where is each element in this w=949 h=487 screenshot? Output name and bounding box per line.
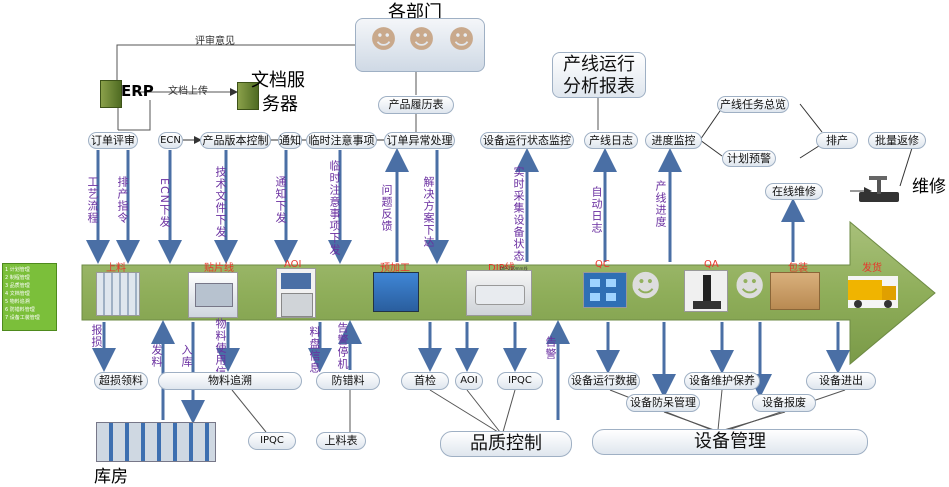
module-item: 5 物料追溯 <box>5 299 30 305</box>
erp-server-icon <box>100 80 122 108</box>
departments-title: 各部门 <box>388 2 442 23</box>
feed-table-pill[interactable]: 上料表 <box>316 432 366 450</box>
report-loss-label: 报损 <box>90 324 103 348</box>
analysis-title-2: 分析报表 <box>563 76 635 97</box>
smt-machine-image <box>188 272 238 318</box>
warehouse-image <box>96 422 216 462</box>
issue-material-label: 发料 <box>150 344 163 368</box>
temp-notes-issue-label: 临时注意事项下发 <box>328 160 341 256</box>
production-order-label: 排产指令 <box>116 176 129 224</box>
module-list-box: 1 计划管理 2 制程管理 3 品质管理 4 文档管理 5 物料追溯 6 防错料… <box>2 263 57 331</box>
analysis-title-1: 产线运行 <box>563 54 635 75</box>
aoi-machine-image <box>276 268 316 318</box>
preprocess-machine-image <box>373 272 419 312</box>
equip-inout-pill[interactable]: 设备进出 <box>806 372 876 390</box>
stage-preprocess: 预加工 <box>380 263 410 274</box>
notice-pill[interactable]: 通知 <box>278 132 302 149</box>
equip-maint-pill[interactable]: 设备维护保养 <box>684 372 760 390</box>
feeding-rack-image <box>96 272 140 316</box>
realtime-collect-label: 实时采集设备状态 <box>512 166 525 262</box>
module-item: 2 制程管理 <box>5 275 30 281</box>
quality-control-pill[interactable]: 品质控制 <box>440 431 572 457</box>
ipqc-pill-2[interactable]: IPQC <box>497 372 543 390</box>
qa-person-icon: ☻ <box>734 269 766 304</box>
shipping-truck-image <box>848 276 898 308</box>
departments-box: ☻ ☻ ☻ <box>355 18 485 72</box>
stage-aoi: AOI <box>284 259 302 270</box>
stage-dip: DIP线 <box>488 263 515 274</box>
stage-packing: 包装 <box>788 263 808 274</box>
ecn-pill[interactable]: ECN <box>158 132 183 149</box>
equip-scrap-pill[interactable]: 设备报废 <box>752 394 816 412</box>
line-log-pill[interactable]: 产线日志 <box>584 132 638 149</box>
analysis-report-box[interactable]: 产线运行 分析报表 <box>552 52 646 98</box>
online-repair-pill[interactable]: 在线维修 <box>765 183 823 200</box>
alarm-stop-label: 告警停机 <box>336 322 349 370</box>
doc-server-icon <box>237 82 259 110</box>
alarm-label: 告警 <box>544 336 557 360</box>
plan-warning-pill[interactable]: 计划预警 <box>722 150 776 167</box>
module-item: 1 计划管理 <box>5 267 30 273</box>
version-control-pill[interactable]: 产品版本控制 <box>200 132 271 149</box>
solution-issue-label: 解决方案下达 <box>422 176 435 248</box>
warehouse-in-label: 入库 <box>180 344 193 368</box>
task-overview-pill[interactable]: 产线任务总览 <box>717 96 789 113</box>
order-review-pill[interactable]: 订单评审 <box>88 132 138 149</box>
person-icon: ☻ <box>370 25 398 55</box>
repair-title: 维修 <box>912 177 946 197</box>
doc-server-title-1: 文档服 <box>251 70 305 91</box>
process-flow-label: 工艺流程 <box>86 176 99 224</box>
person-icon: ☻ <box>448 25 476 55</box>
equip-anti-fool-pill[interactable]: 设备防呆管理 <box>626 394 700 412</box>
scheduling-pill[interactable]: 排产 <box>816 132 858 149</box>
doc-upload-label: 文档上传 <box>168 86 208 97</box>
equip-data-pill[interactable]: 设备运行数据 <box>568 372 640 390</box>
qc-person-icon: ☻ <box>630 269 662 304</box>
warehouse-title: 库房 <box>94 467 128 487</box>
order-exception-pill[interactable]: 订单异常处理 <box>384 132 455 149</box>
qa-microscope-image <box>684 270 728 312</box>
ipqc-pill-1[interactable]: IPQC <box>248 432 296 450</box>
stage-shipping: 发货 <box>862 263 882 274</box>
aoi-bottom-pill[interactable]: AOI <box>455 372 483 390</box>
person-icon: ☻ <box>408 25 436 55</box>
anti-error-pill[interactable]: 防错料 <box>316 372 380 390</box>
first-inspect-pill[interactable]: 首检 <box>401 372 449 390</box>
material-info-label: 料盘信息 <box>308 326 321 374</box>
notice-issue-label: 通知下发 <box>274 176 287 224</box>
packing-boxes-image <box>770 272 820 310</box>
dip-line-image <box>466 270 532 316</box>
progress-monitor-pill[interactable]: 进度监控 <box>645 132 702 149</box>
ecn-issue-label: ECN下发 <box>158 178 171 228</box>
excess-loss-pill[interactable]: 超损领料 <box>94 372 148 390</box>
stage-feeding: 上料 <box>106 263 126 274</box>
qc-board-image <box>583 272 627 308</box>
module-item: 3 品质管理 <box>5 283 30 289</box>
erp-label: ERP <box>121 82 154 100</box>
product-history-pill[interactable]: 产品履历表 <box>378 96 454 114</box>
tech-doc-issue-label: 技术文件下发 <box>214 166 227 238</box>
auto-log-label: 自动日志 <box>590 186 603 234</box>
repair-station-icon <box>855 176 903 206</box>
review-comments-label: 评审意见 <box>195 36 235 47</box>
problem-feedback-label: 问题反馈 <box>380 184 393 232</box>
dip-tag-label: DIP-200mm线 <box>500 266 528 271</box>
module-item: 4 文档管理 <box>5 291 30 297</box>
stage-smt: 贴片线 <box>204 263 234 274</box>
module-item: 7 设备工装管理 <box>5 315 40 321</box>
equip-monitor-pill[interactable]: 设备运行状态监控 <box>480 132 574 149</box>
module-item: 6 防错料管理 <box>5 307 35 313</box>
temp-notes-pill[interactable]: 临时注意事项 <box>306 132 377 149</box>
stage-qa: QA <box>704 259 719 270</box>
equip-manage-pill[interactable]: 设备管理 <box>592 429 868 455</box>
stage-qc: QC <box>595 259 610 270</box>
batch-return-pill[interactable]: 批量返修 <box>868 132 926 149</box>
line-progress-label: 产线进度 <box>654 180 667 228</box>
material-trace-pill[interactable]: 物料追溯 <box>158 372 302 390</box>
doc-server-title-2: 务器 <box>262 94 298 115</box>
